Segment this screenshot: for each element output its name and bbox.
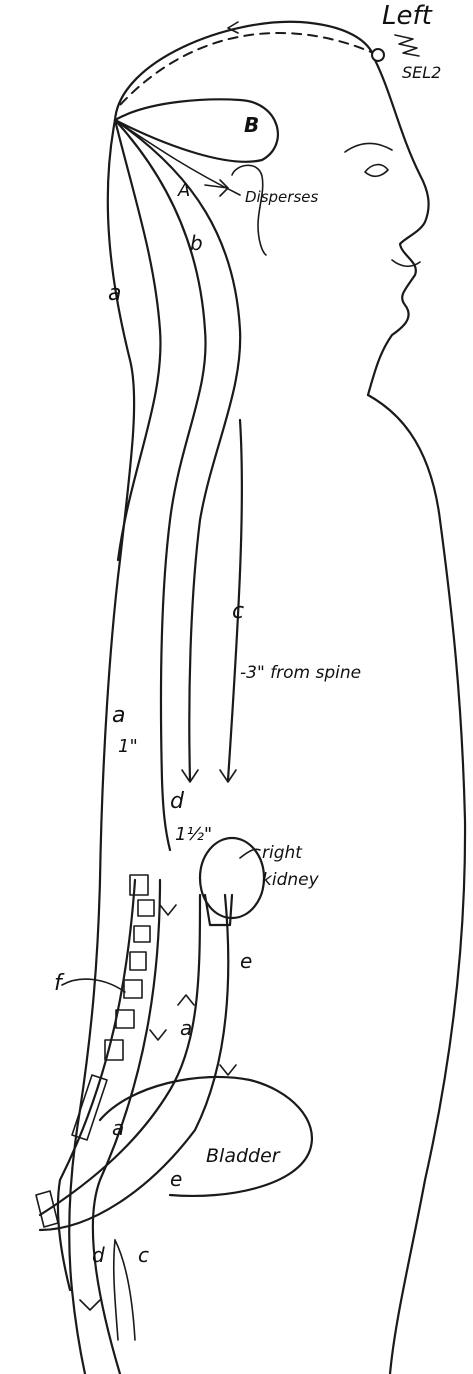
label-c: c — [232, 599, 244, 624]
body-front-outline — [368, 395, 465, 1374]
channel-b — [115, 120, 240, 780]
label-b: B — [244, 113, 259, 137]
label-right: right — [262, 843, 303, 863]
label-one-inch: 1" — [118, 736, 138, 757]
dashed-head-path — [120, 33, 378, 105]
bladder-outline — [100, 1077, 312, 1196]
channel-a-outer — [115, 120, 160, 560]
label-bladder: Bladder — [206, 1145, 281, 1167]
label-disperses: Disperses — [245, 188, 318, 206]
label-b-small: b — [190, 231, 203, 255]
label-a-cap: A — [177, 180, 190, 201]
label-one-half-inch: 1½" — [175, 824, 212, 845]
label-a-bladder: a — [112, 1116, 124, 1140]
label-e-upper: e — [240, 949, 252, 973]
label-left: Left — [382, 1, 433, 31]
label-d: d — [170, 789, 185, 814]
leg-branch-c — [115, 1240, 135, 1340]
label-a-upper: a — [108, 281, 121, 306]
label-d-bottom: d — [92, 1243, 105, 1267]
leg-branch-d — [114, 1240, 118, 1340]
eyebrow — [345, 144, 392, 153]
mouth — [392, 260, 420, 266]
ear-outline — [232, 165, 266, 255]
label-sel2: SEL2 — [402, 63, 441, 82]
label-kidney: kidney — [262, 870, 320, 890]
eye-icon — [365, 165, 388, 177]
label-e-lower: e — [170, 1167, 182, 1191]
label-c-bottom: c — [138, 1243, 149, 1267]
label-from-spine: -3" from spine — [240, 663, 361, 683]
label-a-lower: a — [180, 1016, 192, 1040]
scribble-mark — [395, 35, 419, 56]
label-a-mid: a — [112, 703, 125, 728]
face-profile — [368, 60, 429, 395]
sel2-point-icon — [372, 49, 384, 61]
